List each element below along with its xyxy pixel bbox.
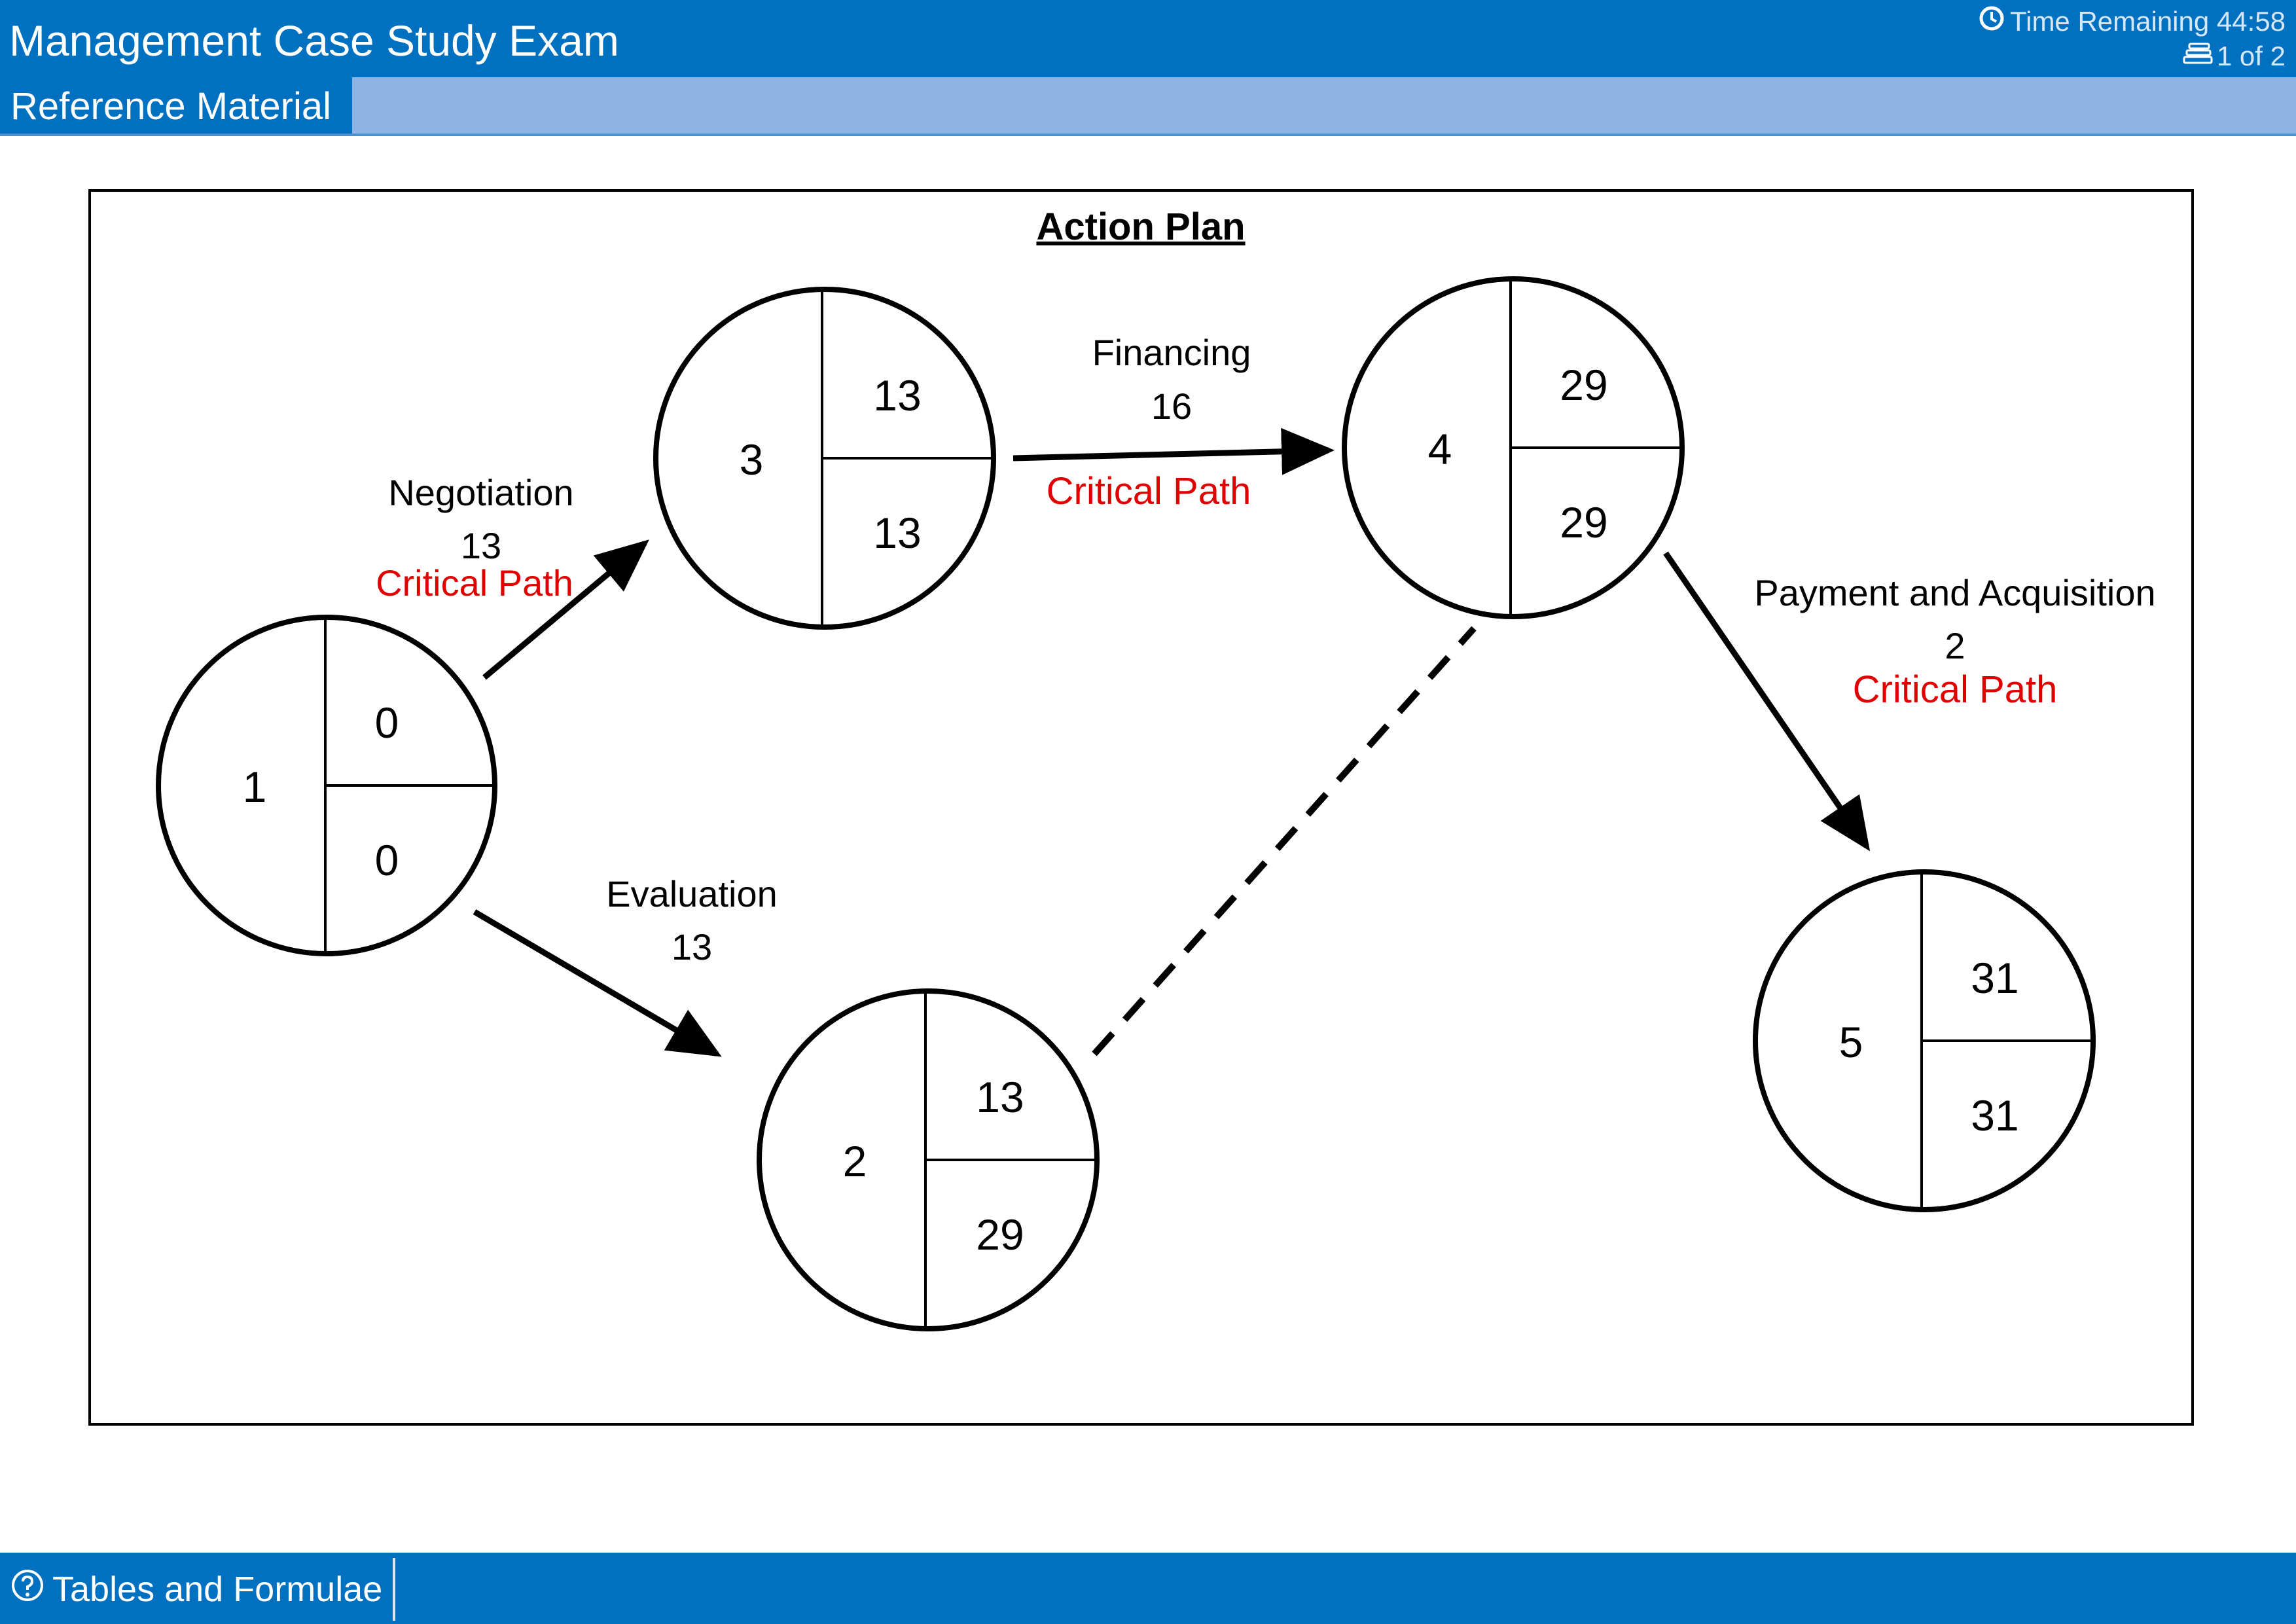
node-1: 1 0 0 <box>156 615 497 956</box>
tables-and-formulae-button[interactable]: Tables and Formulae <box>0 1558 396 1621</box>
node-id: 5 <box>1839 1018 1863 1066</box>
node-earliest: 0 <box>375 698 399 747</box>
arrow-payment <box>1663 551 1871 852</box>
node-latest: 13 <box>873 509 921 557</box>
title-bar <box>0 0 2296 77</box>
page-indicator: 1 of 2 <box>2183 41 2286 72</box>
payment-label: Payment and Acquisition <box>1754 572 2155 613</box>
arrow-negotiation <box>482 539 649 680</box>
diagram-title: Action Plan <box>1036 206 1245 248</box>
help-icon <box>10 1568 45 1611</box>
dummy-dependency <box>1092 626 1477 1056</box>
node-id: 1 <box>243 763 267 811</box>
evaluation-duration: 13 <box>672 926 712 967</box>
node-earliest: 13 <box>873 371 921 420</box>
node-3: 3 13 13 <box>653 287 996 630</box>
node-latest: 29 <box>1560 498 1607 547</box>
tab-bar <box>0 77 2296 135</box>
page-text: 1 of 2 <box>2216 41 2286 71</box>
financing-label: Financing <box>1092 332 1251 373</box>
evaluation-label: Evaluation <box>606 873 778 914</box>
node-2: 2 13 29 <box>757 988 1100 1331</box>
pages-icon <box>2183 41 2213 72</box>
node-5: 5 31 31 <box>1753 869 2096 1212</box>
node-earliest: 31 <box>1971 954 2018 1002</box>
clock-icon <box>1979 5 2005 38</box>
financing-critical-label: Critical Path <box>1047 470 1251 513</box>
node-earliest: 29 <box>1560 361 1607 409</box>
tables-and-formulae-label: Tables and Formulae <box>52 1570 383 1609</box>
arrow-financing <box>1013 427 1335 475</box>
tab-bar-divider <box>0 134 2296 136</box>
node-id: 4 <box>1428 425 1452 473</box>
header-status: Time Remaining 44:58 1 of 2 <box>1949 0 2289 77</box>
diagram-frame <box>88 189 2194 1426</box>
node-earliest: 13 <box>976 1073 1024 1121</box>
footer-bar <box>0 1553 2296 1624</box>
node-id: 2 <box>843 1137 867 1185</box>
tab-reference-material[interactable]: Reference Material <box>0 77 352 135</box>
arrow-evaluation <box>473 909 722 1057</box>
node-latest: 31 <box>1971 1091 2018 1140</box>
timer-text: Time Remaining 44:58 <box>2010 6 2286 37</box>
node-4: 4 29 29 <box>1342 276 1685 619</box>
app-title: Management Case Study Exam <box>9 16 619 65</box>
node-id: 3 <box>740 435 764 484</box>
timer: Time Remaining 44:58 <box>1979 5 2286 38</box>
negotiation-critical-label: Critical Path <box>376 562 573 604</box>
financing-duration: 16 <box>1151 386 1192 427</box>
node-latest: 0 <box>375 836 399 884</box>
negotiation-label: Negotiation <box>388 472 573 513</box>
payment-duration: 2 <box>1945 625 1965 666</box>
negotiation-duration: 13 <box>461 525 501 566</box>
payment-critical-label: Critical Path <box>1853 668 2058 711</box>
node-latest: 29 <box>976 1210 1024 1259</box>
